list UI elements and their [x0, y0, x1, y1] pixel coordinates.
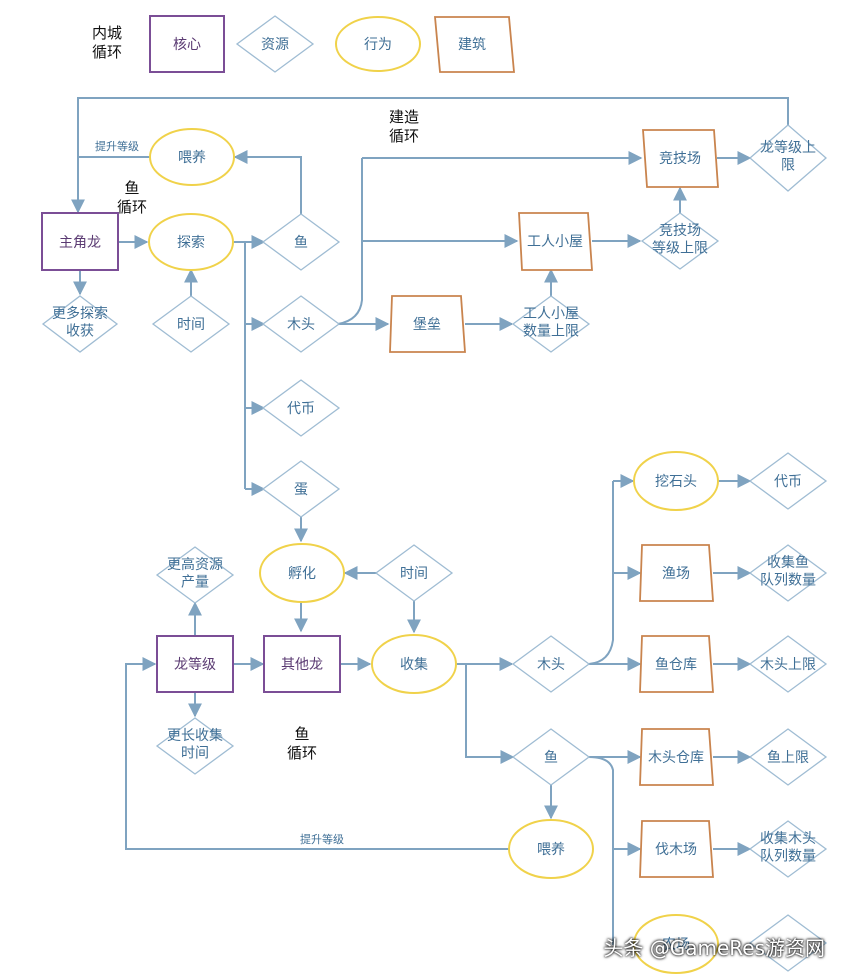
node-fort: 堡垒 [389, 295, 466, 353]
node-longer-collect: 更长收集时间 [155, 717, 235, 775]
svg-text:更高资源产量: 更高资源产量 [167, 556, 223, 591]
svg-text:挖石头: 挖石头 [655, 474, 697, 490]
build-loop-label: 建造循环 [389, 108, 419, 145]
node-dragon-level: 龙等级 [156, 635, 234, 693]
legend-resource-label: 资源 [261, 37, 289, 53]
svg-text:收集木头队列数量: 收集木头队列数量 [760, 830, 816, 865]
node-fish-storage: 鱼仓库 [639, 635, 714, 693]
watermark: 头条 @GameRes游资网 [603, 936, 825, 960]
edge-label-upgrade-bottom: 提升等级 [300, 832, 344, 846]
node-collect: 收集 [371, 634, 457, 694]
node-hatch: 孵化 [259, 543, 345, 603]
node-token-right: 代币 [748, 452, 828, 510]
edge-collect-to-fish [465, 664, 515, 764]
svg-text:探索: 探索 [177, 234, 205, 251]
node-feed-top: 喂养 [149, 128, 235, 186]
node-fish-queue: 收集鱼队列数量 [748, 544, 828, 602]
svg-text:堡垒: 堡垒 [413, 317, 441, 333]
edges [71, 97, 789, 945]
node-fishery: 渔场 [639, 544, 714, 602]
edge-levelcap-to-main [71, 97, 789, 214]
node-dragon-level-cap: 龙等级上限 [749, 124, 827, 192]
svg-text:工人小屋: 工人小屋 [527, 234, 583, 250]
svg-text:代币: 代币 [774, 474, 802, 490]
node-hut-count-cap: 工人小屋数量上限 [511, 295, 591, 353]
node-dig-stone: 挖石头 [633, 451, 719, 511]
svg-text:代币: 代币 [287, 401, 315, 417]
node-fish-cap: 鱼上限 [748, 728, 828, 786]
svg-text:鱼: 鱼 [294, 234, 308, 251]
svg-text:更长收集时间: 更长收集时间 [167, 727, 223, 762]
node-wood-mid: 木头 [511, 635, 591, 693]
node-fish-top: 鱼 [261, 213, 341, 271]
svg-text:龙等级: 龙等级 [174, 656, 216, 673]
node-wood-queue: 收集木头队列数量 [748, 820, 828, 878]
svg-text:木头上限: 木头上限 [760, 657, 816, 673]
svg-text:竞技场: 竞技场 [659, 150, 701, 167]
node-wood-storage: 木头仓库 [639, 728, 714, 786]
edge-feed-to-level [125, 657, 510, 850]
node-token-top: 代币 [261, 379, 341, 437]
svg-text:时间: 时间 [400, 566, 428, 582]
legend-action-label: 行为 [364, 37, 392, 53]
svg-text:收集鱼队列数量: 收集鱼队列数量 [760, 554, 816, 589]
node-wood-cap: 木头上限 [748, 635, 828, 693]
svg-text:喂养: 喂养 [537, 842, 565, 858]
svg-text:木头: 木头 [537, 657, 565, 673]
node-explore: 探索 [148, 213, 234, 271]
svg-text:喂养: 喂养 [178, 150, 206, 166]
fish-loop-label-top: 鱼循环 [117, 179, 147, 216]
node-wood-top: 木头 [261, 295, 341, 353]
node-arena: 竞技场 [642, 129, 719, 188]
legend-resource-shape [235, 15, 315, 73]
legend-building-shape [434, 16, 515, 73]
node-main-dragon: 主角龙 [41, 212, 119, 271]
legend-action-shape [335, 16, 421, 72]
svg-text:蛋: 蛋 [294, 482, 308, 498]
svg-text:伐木场: 伐木场 [655, 842, 697, 858]
legend-core-label: 核心 [173, 37, 201, 53]
node-time-top: 时间 [151, 295, 231, 353]
legend-building-label: 建筑 [458, 37, 486, 53]
svg-text:竞技场等级上限: 竞技场等级上限 [652, 222, 708, 257]
edge-label-upgrade-top: 提升等级 [95, 139, 139, 153]
svg-text:龙等级上限: 龙等级上限 [760, 139, 816, 174]
svg-text:鱼: 鱼 [544, 749, 558, 766]
svg-text:农场: 农场 [662, 937, 690, 953]
node-fish-mid: 鱼 [511, 728, 591, 786]
node-time-mid: 时间 [374, 544, 454, 602]
node-feed-bottom: 喂养 [508, 819, 594, 879]
node-other-dragon: 其他龙 [263, 635, 341, 693]
edge-wood-bus [337, 158, 363, 325]
svg-text:时间: 时间 [177, 317, 205, 333]
node-arena-level-cap: 竞技场等级上限 [640, 212, 720, 270]
svg-text:鱼仓库: 鱼仓库 [655, 656, 697, 673]
legend-title: 内城循环 [92, 24, 122, 61]
svg-text:工人小屋数量上限: 工人小屋数量上限 [523, 306, 579, 340]
edge-fish-to-feed [233, 150, 302, 215]
node-higher-yield: 更高资源产量 [155, 546, 235, 604]
fish-loop-label-bottom: 鱼循环 [287, 725, 317, 762]
svg-text:更多探索收获: 更多探索收获 [52, 305, 108, 340]
edge-wood-bus-right [588, 481, 614, 665]
node-more-explore: 更多探索收获 [41, 295, 119, 353]
legend: 内城循环 核心 资源 行为 建筑 [92, 15, 515, 73]
svg-text:鱼上限: 鱼上限 [767, 749, 809, 766]
node-partial-action: 农场 [633, 914, 719, 974]
node-partial-diamond [748, 914, 828, 972]
svg-text:其他龙: 其他龙 [281, 657, 323, 673]
svg-text:木头: 木头 [287, 317, 315, 333]
svg-text:渔场: 渔场 [662, 566, 690, 582]
svg-text:主角龙: 主角龙 [59, 235, 101, 251]
svg-text:孵化: 孵化 [288, 566, 316, 582]
node-egg: 蛋 [261, 460, 341, 518]
legend-core-shape [149, 15, 225, 73]
node-worker-hut: 工人小屋 [518, 212, 593, 271]
svg-text:收集: 收集 [400, 656, 428, 673]
svg-text:木头仓库: 木头仓库 [648, 750, 704, 766]
node-lumber-yard: 伐木场 [639, 820, 714, 878]
